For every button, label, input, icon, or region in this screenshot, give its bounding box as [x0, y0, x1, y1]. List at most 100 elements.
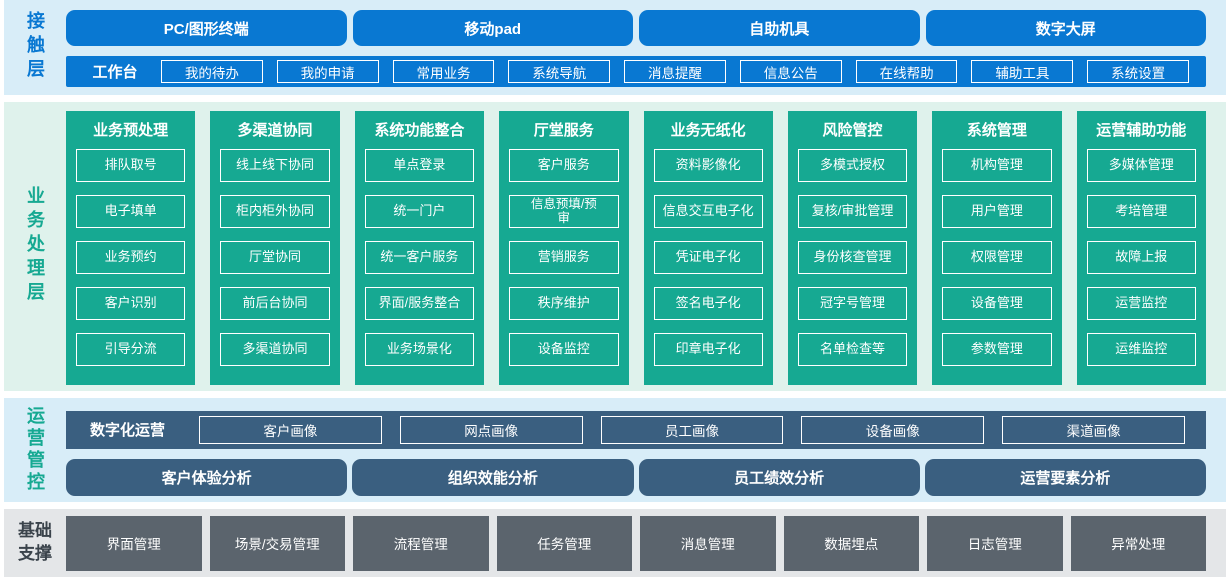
chip-electronic-seal[interactable]: 印章电子化: [653, 332, 763, 366]
operations-layer-body: 数字化运营 客户画像 网点画像 员工画像 设备画像 渠道画像 客户体验分析 组织…: [66, 398, 1226, 502]
chip-order-maintenance[interactable]: 秩序维护: [509, 286, 619, 320]
chip-guide-diversion[interactable]: 引导分流: [76, 332, 186, 366]
terminal-self-service-button[interactable]: 自助机具: [639, 10, 920, 46]
contact-layer-label: 接触层: [25, 11, 45, 84]
chip-electronic-voucher[interactable]: 凭证电子化: [653, 240, 763, 274]
workbench-item-online-help[interactable]: 在线帮助: [855, 60, 958, 83]
analysis-row: 客户体验分析 组织效能分析 员工绩效分析 运营要素分析: [66, 458, 1206, 496]
foundation-layer-label: 基础支撑: [18, 520, 52, 563]
workbench-item-system-navigation[interactable]: 系统导航: [508, 60, 611, 83]
chip-ui-service-integration[interactable]: 界面/服务整合: [364, 286, 475, 320]
operations-layer-band: 运营管控 数字化运营 客户画像 网点画像 员工画像 设备画像 渠道画像 客户体验…: [4, 397, 1226, 502]
workbench-item-my-todo[interactable]: 我的待办: [161, 60, 263, 83]
column-multichannel-collaboration: 多渠道协同 线上线下协同 柜内柜外协同 厅堂协同 前后台协同 多渠道协同: [210, 110, 340, 385]
contact-layer-band: 接触层 PC/图形终端 移动pad 自助机具 数字大屏 工作台 我的待办 我的申…: [4, 0, 1226, 95]
column-risk-control: 风险管控 多模式授权 复核/审批管理 身份核查管理 冠字号管理 名单检查等: [787, 110, 918, 385]
chip-unified-portal[interactable]: 统一门户: [364, 194, 475, 228]
analysis-employee-performance-button[interactable]: 员工绩效分析: [638, 458, 920, 496]
chip-employee-portrait[interactable]: 员工画像: [600, 415, 784, 444]
chip-multichannel-collab[interactable]: 多渠道协同: [220, 332, 330, 366]
column-header: 多渠道协同: [237, 122, 313, 140]
column-header: 风险管控: [822, 122, 883, 140]
workbench-bar: 工作台 我的待办 我的申请 常用业务 系统导航 消息提醒 信息公告 在线帮助 辅…: [66, 56, 1206, 87]
chip-device-management[interactable]: 设备管理: [942, 286, 1052, 320]
chip-permission-management[interactable]: 权限管理: [942, 240, 1052, 274]
chip-fault-reporting[interactable]: 故障上报: [1086, 240, 1196, 274]
chip-customer-identification[interactable]: 客户识别: [76, 286, 186, 320]
chip-device-monitoring[interactable]: 设备监控: [509, 332, 619, 366]
column-business-preprocessing: 业务预处理 排队取号 电子填单 业务预约 客户识别 引导分流: [66, 110, 196, 385]
column-operation-auxiliary: 运营辅助功能 多媒体管理 考培管理 故障上报 运营监控 运维监控: [1076, 110, 1206, 385]
workbench-item-auxiliary-tools[interactable]: 辅助工具: [971, 60, 1074, 83]
contact-layer-gutter: 接触层: [4, 0, 66, 95]
chip-parameter-management[interactable]: 参数管理: [942, 332, 1052, 366]
business-layer-body: 业务预处理 排队取号 电子填单 业务预约 客户识别 引导分流 多渠道协同 线上线…: [66, 102, 1226, 391]
block-exception-handling[interactable]: 异常处理: [1070, 515, 1206, 571]
column-lobby-service: 厅堂服务 客户服务 信息预填/预审 营销服务 秩序维护 设备监控: [499, 110, 629, 385]
analysis-customer-experience-button[interactable]: 客户体验分析: [66, 458, 348, 496]
workbench-item-common-business[interactable]: 常用业务: [392, 60, 495, 83]
foundation-layer-gutter: 基础支撑: [4, 509, 66, 577]
chip-channel-portrait[interactable]: 渠道画像: [1002, 415, 1185, 444]
chip-unified-customer-service[interactable]: 统一客户服务: [364, 240, 475, 274]
terminal-digital-screen-button[interactable]: 数字大屏: [925, 10, 1206, 46]
block-task-management[interactable]: 任务管理: [496, 515, 632, 571]
chip-document-imaging[interactable]: 资料影像化: [653, 148, 763, 182]
foundation-layer-body: 界面管理 场景/交易管理 流程管理 任务管理 消息管理 数据埋点 日志管理 异常…: [66, 509, 1226, 577]
chip-label: 信息预填/预审: [530, 197, 597, 226]
chip-lobby-collab[interactable]: 厅堂协同: [220, 240, 330, 274]
column-system-function-integration: 系统功能整合 单点登录 统一门户 统一客户服务 界面/服务整合 业务场景化: [354, 110, 485, 385]
column-system-management: 系统管理 机构管理 用户管理 权限管理 设备管理 参数管理: [932, 110, 1062, 385]
digital-operation-title: 数字化运营: [90, 422, 166, 440]
chip-online-offline-collab[interactable]: 线上线下协同: [220, 148, 330, 182]
chip-training-management[interactable]: 考培管理: [1086, 194, 1196, 228]
chip-info-prefill-preaudit[interactable]: 信息预填/预审: [509, 194, 619, 228]
chip-organization-management[interactable]: 机构管理: [942, 148, 1052, 182]
block-data-tracking[interactable]: 数据埋点: [783, 515, 919, 571]
operations-layer-label: 运营管控: [25, 405, 45, 494]
chip-serial-number-management[interactable]: 冠字号管理: [797, 286, 908, 320]
analysis-organizational-efficiency-button[interactable]: 组织效能分析: [352, 458, 634, 496]
workbench-title: 工作台: [92, 64, 138, 81]
block-ui-management[interactable]: 界面管理: [66, 515, 202, 571]
terminal-pc-button[interactable]: PC/图形终端: [66, 10, 347, 46]
digital-operation-bar: 数字化运营 客户画像 网点画像 员工画像 设备画像 渠道画像: [66, 410, 1206, 449]
chip-device-portrait[interactable]: 设备画像: [801, 415, 985, 444]
workbench-item-my-applications[interactable]: 我的申请: [276, 60, 379, 83]
column-header: 厅堂服务: [533, 122, 594, 140]
column-header: 系统功能整合: [374, 122, 465, 140]
chip-inside-outside-counter-collab[interactable]: 柜内柜外协同: [220, 194, 330, 228]
contact-layer-body: PC/图形终端 移动pad 自助机具 数字大屏 工作台 我的待办 我的申请 常用…: [66, 0, 1226, 95]
chip-queue-number[interactable]: 排队取号: [76, 148, 186, 182]
chip-customer-portrait[interactable]: 客户画像: [199, 415, 382, 444]
workbench-item-info-bulletin[interactable]: 信息公告: [739, 60, 842, 83]
chip-user-management[interactable]: 用户管理: [942, 194, 1052, 228]
chip-multimedia-management[interactable]: 多媒体管理: [1086, 148, 1196, 182]
terminal-mobile-pad-button[interactable]: 移动pad: [352, 10, 633, 46]
chip-single-sign-on[interactable]: 单点登录: [364, 148, 475, 182]
chip-operation-monitoring[interactable]: 运营监控: [1086, 286, 1196, 320]
chip-business-scenario[interactable]: 业务场景化: [364, 332, 475, 366]
business-columns: 业务预处理 排队取号 电子填单 业务预约 客户识别 引导分流 多渠道协同 线上线…: [66, 102, 1206, 393]
chip-list-checking[interactable]: 名单检查等: [797, 332, 908, 366]
chip-customer-service[interactable]: 客户服务: [509, 148, 619, 182]
chip-ops-maintenance-monitoring[interactable]: 运维监控: [1086, 332, 1196, 366]
chip-electronic-info-exchange[interactable]: 信息交互电子化: [653, 194, 763, 228]
chip-identity-verification-management[interactable]: 身份核查管理: [797, 240, 908, 274]
chip-front-back-office-collab[interactable]: 前后台协同: [220, 286, 330, 320]
analysis-operation-elements-button[interactable]: 运营要素分析: [924, 458, 1206, 496]
block-log-management[interactable]: 日志管理: [927, 515, 1063, 571]
chip-branch-portrait[interactable]: 网点画像: [399, 415, 583, 444]
block-process-management[interactable]: 流程管理: [353, 515, 489, 571]
chip-review-approval-management[interactable]: 复核/审批管理: [797, 194, 908, 228]
block-scenario-transaction-management[interactable]: 场景/交易管理: [209, 515, 345, 571]
chip-electronic-signature[interactable]: 签名电子化: [653, 286, 763, 320]
workbench-item-message-reminder[interactable]: 消息提醒: [624, 60, 726, 83]
chip-multimode-authorization[interactable]: 多模式授权: [797, 148, 908, 182]
chip-electronic-form[interactable]: 电子填单: [76, 194, 186, 228]
block-message-management[interactable]: 消息管理: [640, 515, 776, 571]
chip-marketing-service[interactable]: 营销服务: [509, 240, 619, 274]
column-header: 系统管理: [966, 122, 1027, 140]
chip-business-appointment[interactable]: 业务预约: [76, 240, 186, 274]
workbench-item-system-settings[interactable]: 系统设置: [1087, 60, 1190, 83]
